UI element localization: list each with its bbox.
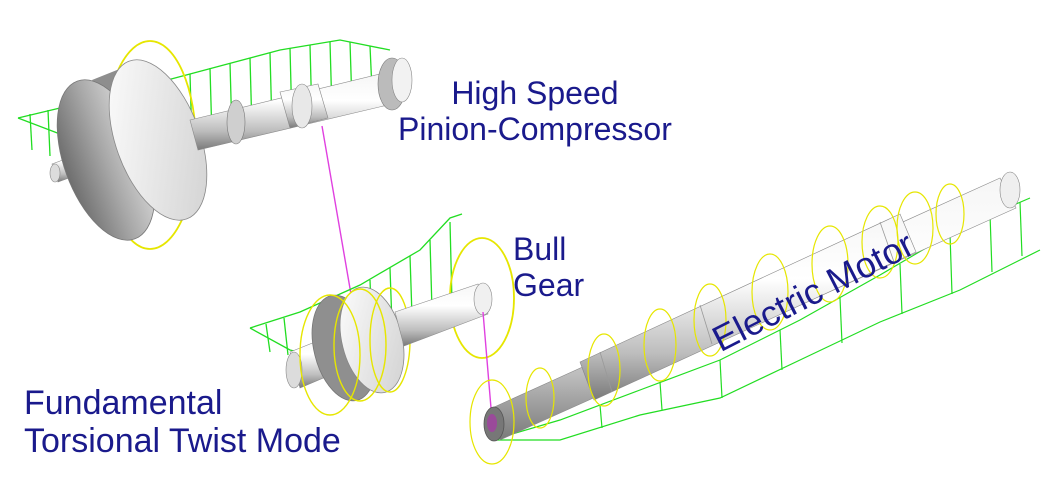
bull-gear-label-line1: Bull — [513, 231, 567, 267]
mode-label-line1: Fundamental — [24, 384, 223, 422]
mode-label-line2: Torsional Twist Mode — [24, 422, 341, 461]
pinion-label-line2: Pinion-Compressor — [398, 110, 672, 147]
pinion-compressor-shaft — [17, 39, 413, 250]
bull-gear-label: Bull Gear — [513, 231, 585, 304]
mesh-line-lower — [482, 311, 493, 421]
motor-orbit-rings — [469, 183, 965, 465]
motor-shaft — [469, 171, 1041, 465]
bull-gear-label-line2: Gear — [513, 266, 585, 303]
mode-description-label: Fundamental Torsional Twist Mode — [24, 384, 341, 460]
bull-gear-shaft — [249, 213, 515, 416]
mesh-line-upper — [321, 125, 353, 301]
pinion-label-line1: High Speed — [451, 75, 619, 111]
pinion-compressor-label: High Speed Pinion-Compressor — [398, 75, 672, 148]
